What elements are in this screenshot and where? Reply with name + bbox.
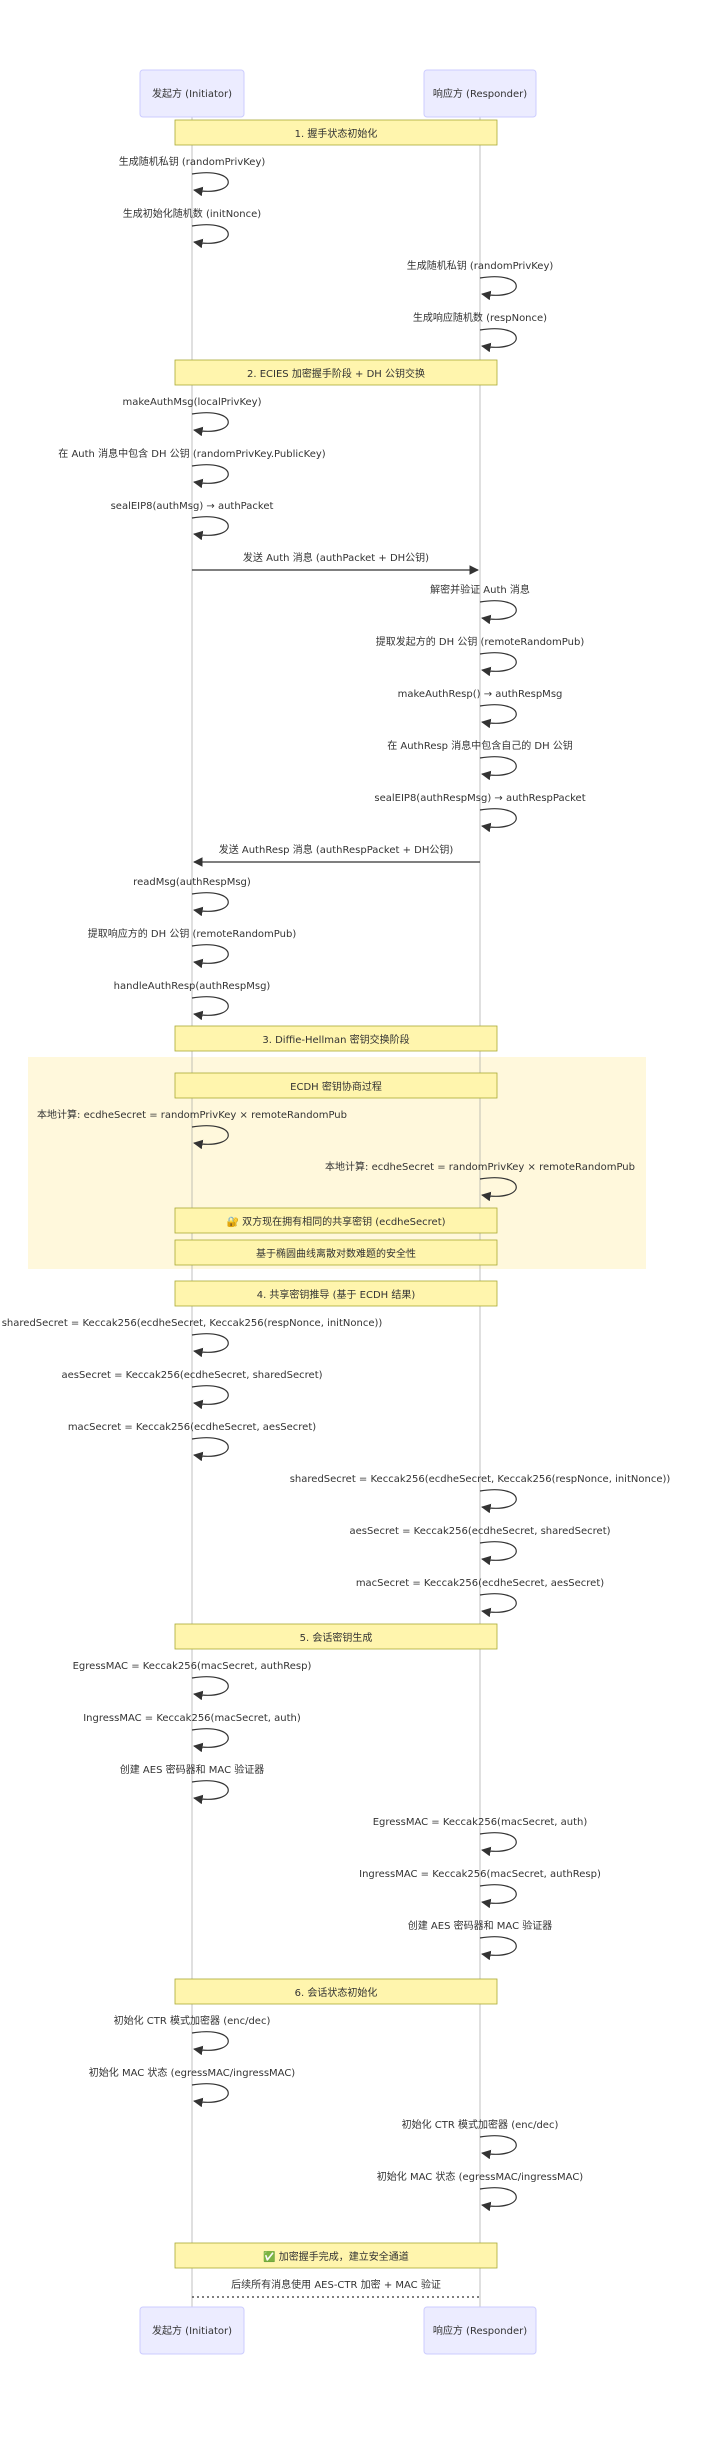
self-message-label: 初始化 CTR 模式加密器 (enc/dec) — [114, 2014, 271, 2027]
self-message-label: 解密并验证 Auth 消息 — [430, 583, 530, 596]
svg-text:1. 握手状态初始化: 1. 握手状态初始化 — [295, 127, 378, 140]
self-loop-arrow — [479, 1884, 517, 1909]
self-loop-arrow — [479, 276, 517, 301]
self-loop-arrow — [479, 704, 517, 729]
self-message-label: 本地计算: ecdheSecret = randomPrivKey × remo… — [325, 1160, 635, 1173]
self-message-label: 初始化 CTR 模式加密器 (enc/dec) — [402, 2118, 559, 2131]
message-label: 发送 AuthResp 消息 (authRespPacket + DH公钥) — [219, 843, 454, 856]
self-loop-arrow — [191, 412, 229, 437]
self-loop-arrow — [191, 224, 229, 249]
responder-actor-top: 响应方 (Responder) — [423, 69, 537, 118]
section-note-1: 1. 握手状态初始化 — [174, 119, 498, 146]
initiator-label: 发起方 (Initiator) — [152, 2324, 232, 2337]
initiator-label: 发起方 (Initiator) — [152, 87, 232, 100]
self-loop-arrow — [479, 652, 517, 677]
self-message-label: IngressMAC = Keccak256(macSecret, authRe… — [359, 1869, 601, 1880]
self-loop-arrow — [191, 464, 229, 489]
self-loop-arrow — [191, 1437, 229, 1462]
self-message-label: sealEIP8(authMsg) → authPacket — [111, 501, 274, 512]
self-loop-arrow — [191, 1385, 229, 1410]
self-message-label: makeAuthResp() → authRespMsg — [398, 689, 563, 700]
done-note: ✅ 加密握手完成，建立安全通道 — [174, 2242, 498, 2269]
self-message-label: handleAuthResp(authRespMsg) — [114, 981, 271, 992]
self-loop-arrow — [191, 1125, 229, 1150]
self-message-label: makeAuthMsg(localPrivKey) — [123, 397, 262, 408]
section-note-4: 4. 共享密钥推导 (基于 ECDH 结果) — [174, 1280, 498, 1307]
self-message-label: readMsg(authRespMsg) — [133, 877, 251, 888]
self-loop-arrow — [479, 600, 517, 625]
self-loop-arrow — [479, 328, 517, 353]
svg-text:✅ 加密握手完成，建立安全通道: ✅ 加密握手完成，建立安全通道 — [263, 2250, 409, 2263]
self-loop-arrow — [191, 1333, 229, 1358]
svg-text:基于椭圆曲线离散对数难题的安全性: 基于椭圆曲线离散对数难题的安全性 — [256, 1247, 416, 1260]
self-loop-arrow — [191, 1780, 229, 1805]
initiator-actor-top: 发起方 (Initiator) — [139, 69, 245, 118]
self-message-label: 提取响应方的 DH 公钥 (remoteRandomPub) — [88, 927, 297, 940]
self-loop-arrow — [479, 1489, 517, 1514]
svg-text:🔐 双方现在拥有相同的共享密钥 (ecdheSecret): 🔐 双方现在拥有相同的共享密钥 (ecdheSecret) — [226, 1215, 445, 1228]
self-loop-arrow — [479, 1593, 517, 1618]
self-message-label: EgressMAC = Keccak256(macSecret, auth) — [373, 1817, 588, 1828]
self-message-label: sealEIP8(authRespMsg) → authRespPacket — [374, 793, 585, 804]
self-message-label: 创建 AES 密码器和 MAC 验证器 — [120, 1763, 265, 1776]
section-note-3: 3. Diffie-Hellman 密钥交换阶段 — [174, 1025, 498, 1052]
self-message-label: macSecret = Keccak256(ecdheSecret, aesSe… — [356, 1578, 604, 1589]
self-message-label: 生成随机私钥 (randomPrivKey) — [119, 155, 266, 168]
section-note-6: 6. 会话状态初始化 — [174, 1978, 498, 2005]
responder-label: 响应方 (Responder) — [433, 2324, 527, 2337]
svg-text:3. Diffie-Hellman 密钥交换阶段: 3. Diffie-Hellman 密钥交换阶段 — [262, 1033, 409, 1046]
self-loop-arrow — [479, 1541, 517, 1566]
svg-text:ECDH 密钥协商过程: ECDH 密钥协商过程 — [290, 1080, 382, 1093]
self-message-label: sharedSecret = Keccak256(ecdheSecret, Ke… — [2, 1318, 383, 1329]
svg-text:4. 共享密钥推导 (基于 ECDH 结果): 4. 共享密钥推导 (基于 ECDH 结果) — [257, 1288, 416, 1301]
self-message-label: 初始化 MAC 状态 (egressMAC/ingressMAC) — [377, 2170, 584, 2183]
section-note-5: 5. 会话密钥生成 — [174, 1623, 498, 1650]
svg-text:6. 会话状态初始化: 6. 会话状态初始化 — [295, 1986, 378, 1999]
self-message-label: 生成随机私钥 (randomPrivKey) — [407, 259, 554, 272]
self-loop-arrow — [191, 2031, 229, 2056]
self-message-label: macSecret = Keccak256(ecdheSecret, aesSe… — [68, 1422, 316, 1433]
section-note-2: 2. ECIES 加密握手阶段 + DH 公钥交换 — [174, 359, 498, 386]
svg-text:2. ECIES 加密握手阶段 + DH 公钥交换: 2. ECIES 加密握手阶段 + DH 公钥交换 — [247, 367, 425, 380]
self-message-label: 本地计算: ecdheSecret = randomPrivKey × remo… — [37, 1108, 347, 1121]
self-message-label: 提取发起方的 DH 公钥 (remoteRandomPub) — [376, 635, 585, 648]
responder-actor-bottom: 响应方 (Responder) — [423, 2306, 537, 2355]
svg-text:5. 会话密钥生成: 5. 会话密钥生成 — [300, 1631, 373, 1644]
self-message-label: aesSecret = Keccak256(ecdheSecret, share… — [349, 1526, 610, 1537]
self-message-label: 在 AuthResp 消息中包含自己的 DH 公钥 — [387, 739, 573, 752]
self-message-label: 创建 AES 密码器和 MAC 验证器 — [408, 1919, 553, 1932]
self-loop-arrow — [191, 892, 229, 917]
message-label: 发送 Auth 消息 (authPacket + DH公钥) — [243, 551, 429, 564]
self-loop-arrow — [479, 1936, 517, 1961]
initiator-actor-bottom: 发起方 (Initiator) — [139, 2306, 245, 2355]
self-message-arrows — [191, 172, 517, 2212]
self-loop-arrow — [191, 516, 229, 541]
self-message-label: 生成初始化随机数 (initNonce) — [123, 207, 261, 220]
message-label: 后续所有消息使用 AES-CTR 加密 + MAC 验证 — [231, 2278, 441, 2291]
self-message-label: IngressMAC = Keccak256(macSecret, auth) — [83, 1713, 301, 1724]
self-loop-arrow — [479, 756, 517, 781]
self-loop-arrow — [191, 172, 229, 197]
responder-label: 响应方 (Responder) — [433, 87, 527, 100]
self-message-label: aesSecret = Keccak256(ecdheSecret, share… — [61, 1370, 322, 1381]
self-message-label: sharedSecret = Keccak256(ecdheSecret, Ke… — [290, 1474, 671, 1485]
self-message-label: 在 Auth 消息中包含 DH 公钥 (randomPrivKey.Public… — [58, 447, 326, 460]
self-loop-arrow — [191, 996, 229, 1021]
self-loop-arrow — [479, 2187, 517, 2212]
self-loop-arrow — [191, 944, 229, 969]
self-loop-arrow — [479, 1177, 517, 1202]
self-message-label: 初始化 MAC 状态 (egressMAC/ingressMAC) — [89, 2066, 296, 2079]
self-loop-arrow — [479, 808, 517, 833]
self-loop-arrow — [191, 2083, 229, 2108]
self-loop-arrow — [479, 1832, 517, 1857]
security-note: 基于椭圆曲线离散对数难题的安全性 — [174, 1239, 498, 1266]
ecdh-title-note: ECDH 密钥协商过程 — [174, 1072, 498, 1099]
self-loop-arrow — [479, 2135, 517, 2160]
self-loop-arrow — [191, 1728, 229, 1753]
self-loop-arrow — [191, 1676, 229, 1701]
self-message-label: 生成响应随机数 (respNonce) — [413, 311, 547, 324]
self-message-label: EgressMAC = Keccak256(macSecret, authRes… — [73, 1661, 312, 1672]
shared-secret-note: 🔐 双方现在拥有相同的共享密钥 (ecdheSecret) — [174, 1207, 498, 1234]
